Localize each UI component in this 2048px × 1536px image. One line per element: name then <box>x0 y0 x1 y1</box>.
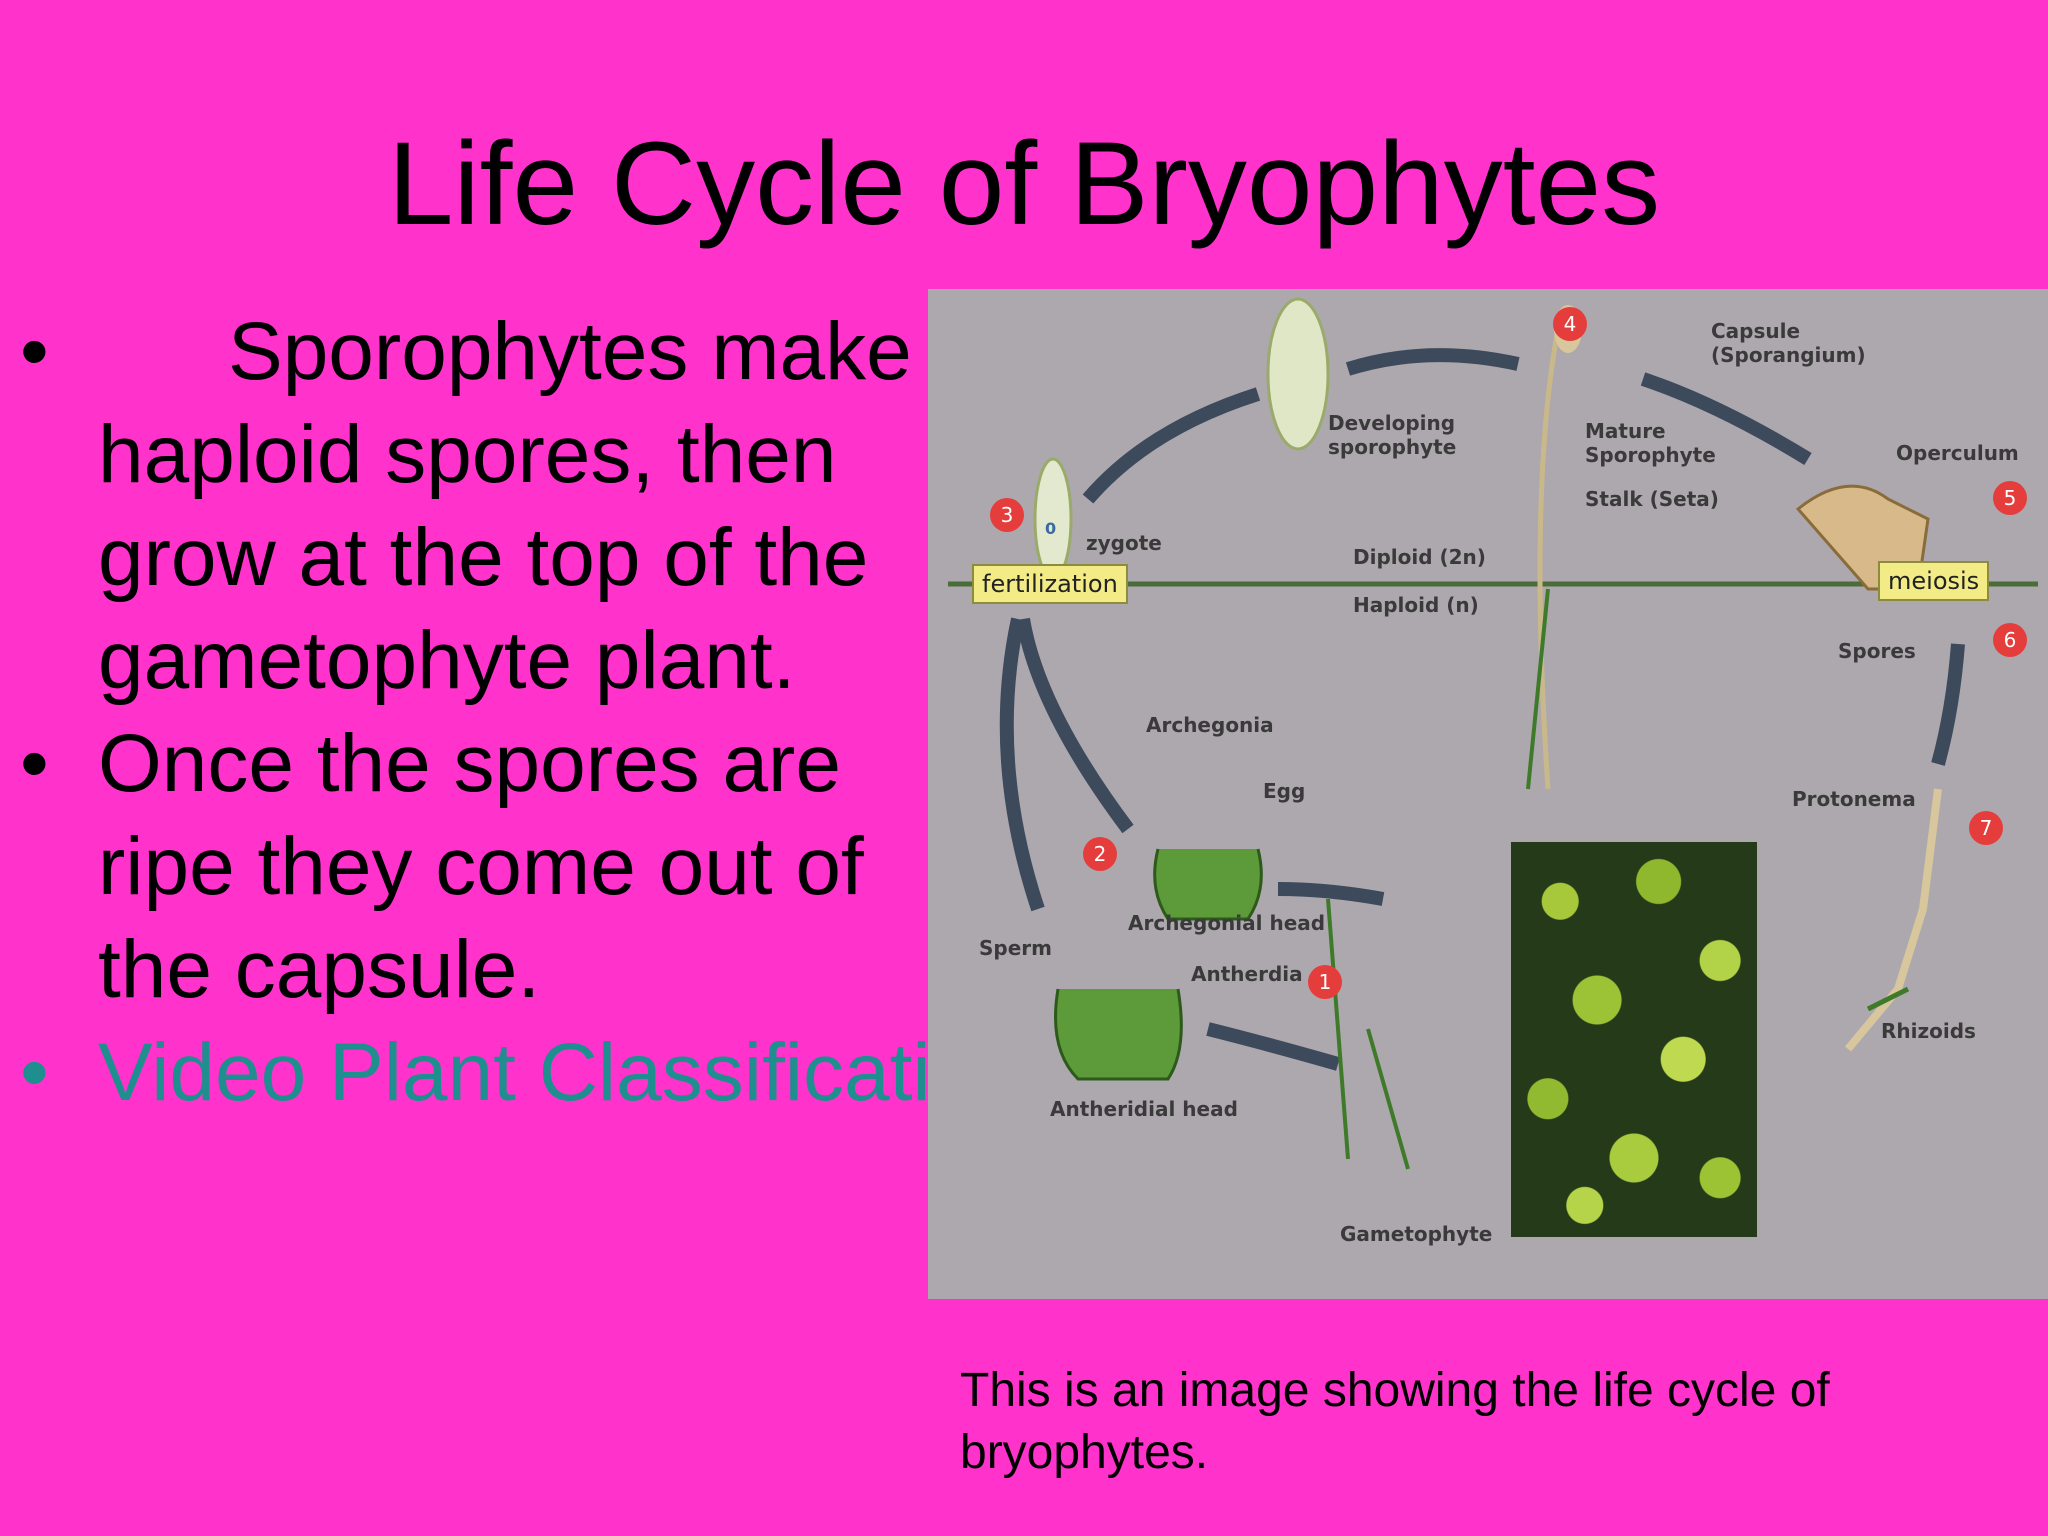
label-haploid: Haploid (n) <box>1353 593 1479 617</box>
bullet-marker: • <box>20 306 49 397</box>
bullet-item: • Sporophytes make haploid spores, then … <box>20 300 920 712</box>
label-sperm: Sperm <box>979 936 1052 960</box>
arrow-to-antheridial-head <box>1206 1022 1340 1071</box>
sporophyte-stalk <box>1537 328 1561 790</box>
fertilization-box: fertilization <box>972 564 1128 604</box>
step-number: 3 <box>990 498 1024 532</box>
arrow-zygote-to-sporophyte <box>1082 387 1261 504</box>
step-number: 6 <box>1993 623 2027 657</box>
arrow-to-fertilization-1 <box>1016 617 1134 834</box>
label-capsule: Capsule (Sporangium) <box>1711 319 1866 367</box>
label-diploid: Diploid (2n) <box>1353 545 1486 569</box>
gametophyte-stem <box>1526 588 1550 790</box>
label-antheridial-head: Antheridial head <box>1050 1097 1238 1121</box>
bullet-marker: • <box>20 1027 49 1118</box>
step-number: 7 <box>1969 811 2003 845</box>
zygote-marker: 0 <box>1045 519 1057 538</box>
bullet-list: • Sporophytes make haploid spores, then … <box>20 300 928 1124</box>
step-number: 4 <box>1553 307 1587 341</box>
protonema-shape <box>1844 788 1942 1052</box>
label-spores: Spores <box>1838 639 1916 663</box>
label-mature-sporophyte: Mature Sporophyte <box>1585 419 1716 467</box>
slide-title: Life Cycle of Bryophytes <box>387 118 1661 250</box>
arrow-to-operculum <box>1640 372 1812 465</box>
label-gametophyte: Gametophyte <box>1340 1222 1493 1246</box>
step-number: 2 <box>1083 837 1117 871</box>
label-rhizoids: Rhizoids <box>1881 1019 1976 1043</box>
image-caption: This is an image showing the life cycle … <box>960 1364 1830 1479</box>
label-developing-sporophyte: Developing sporophyte <box>1328 411 1457 459</box>
gametophyte-stem-right <box>1326 898 1350 1160</box>
label-zygote: zygote <box>1086 531 1162 555</box>
label-egg: Egg <box>1263 779 1306 803</box>
step-number: 5 <box>1993 481 2027 515</box>
arrow-to-mature-sporophyte <box>1345 348 1520 376</box>
bullet-item-link[interactable]: • Video Plant Classificati <box>20 1021 928 1124</box>
step-number: 1 <box>1308 965 1342 999</box>
archegonial-head-shape <box>1153 848 1263 921</box>
moss-photo <box>1511 842 1757 1237</box>
label-archegonial-head: Archegonial head <box>1128 911 1326 935</box>
bullet-text: Once the spores are ripe they come out o… <box>98 718 864 1015</box>
video-link[interactable]: Video Plant Classificati <box>98 1027 928 1118</box>
meiosis-box: meiosis <box>1878 561 1990 601</box>
label-antherdia: Antherdia <box>1191 962 1303 986</box>
bullet-marker: • <box>20 718 49 809</box>
bullet-item: • Once the spores are ripe they come out… <box>20 712 920 1021</box>
label-archegonia: Archegonia <box>1146 713 1274 737</box>
arrow-to-archegonial-head <box>1277 882 1385 906</box>
life-cycle-diagram: Capsule (Sporangium) Developing sporophy… <box>928 289 2048 1299</box>
developing-sporophyte-shape <box>1266 297 1330 451</box>
young-gametophyte <box>1866 986 1910 1012</box>
gametophyte-stem-left <box>1366 1028 1410 1170</box>
diagram-drawing <box>948 297 2038 1170</box>
label-protonema: Protonema <box>1792 787 1916 811</box>
bullet-text: Sporophytes make haploid spores, then gr… <box>98 306 912 706</box>
arrow-to-fertilization-2 <box>999 617 1045 912</box>
antheridial-head-shape <box>1054 988 1183 1081</box>
label-operculum: Operculum <box>1896 441 2019 465</box>
label-stalk: Stalk (Seta) <box>1585 487 1719 511</box>
arrow-to-protonema <box>1931 643 1965 766</box>
